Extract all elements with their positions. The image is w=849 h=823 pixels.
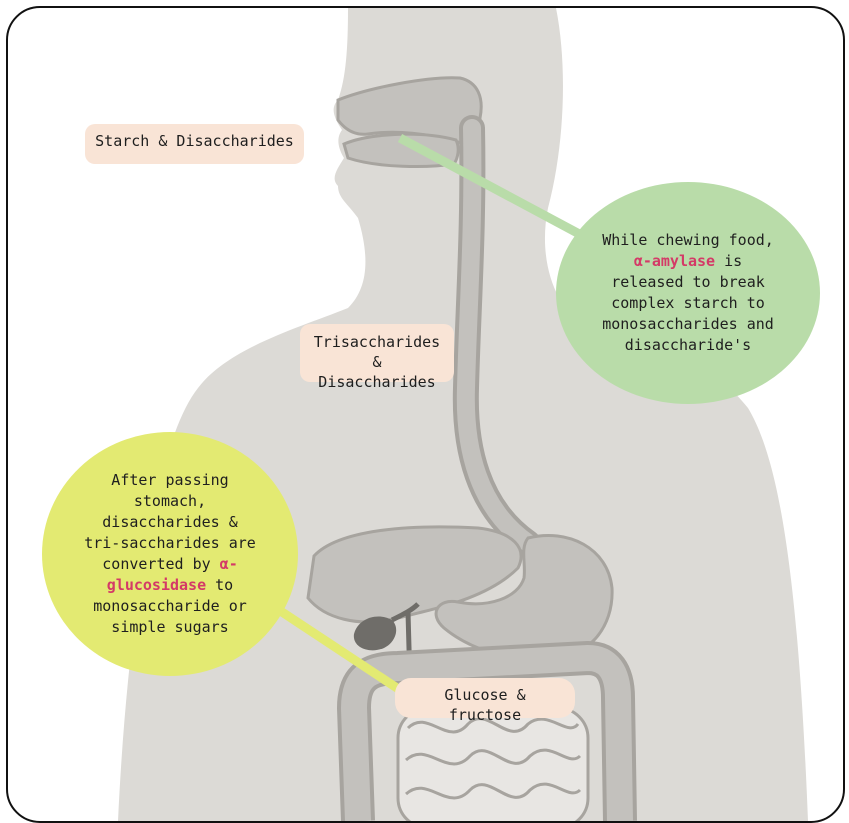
amylase-bubble: While chewing food, α-amylase is release… [556, 182, 820, 404]
amylase-text-before: While chewing food, [602, 231, 774, 249]
glucosidase-bubble-text: After passing stomach, disaccharides & t… [82, 470, 258, 638]
amylase-enzyme-name: α-amylase [634, 252, 715, 270]
trisaccharides-label-line1: Trisaccharides & [314, 333, 440, 371]
glucose-label: Glucose & fructose [395, 678, 575, 718]
trisaccharides-label-line2: Disaccharides [318, 373, 435, 391]
starch-label: Starch & Disaccharides [85, 124, 304, 164]
amylase-bubble-text: While chewing food, α-amylase is release… [600, 230, 776, 356]
trisaccharides-label: Trisaccharides & Disaccharides [300, 324, 454, 382]
starch-label-text: Starch & Disaccharides [95, 132, 294, 150]
glucosidase-bubble: After passing stomach, disaccharides & t… [42, 432, 298, 676]
diagram-frame: Starch & Disaccharides Trisaccharides & … [6, 6, 845, 823]
glucose-label-text: Glucose & fructose [444, 686, 525, 724]
